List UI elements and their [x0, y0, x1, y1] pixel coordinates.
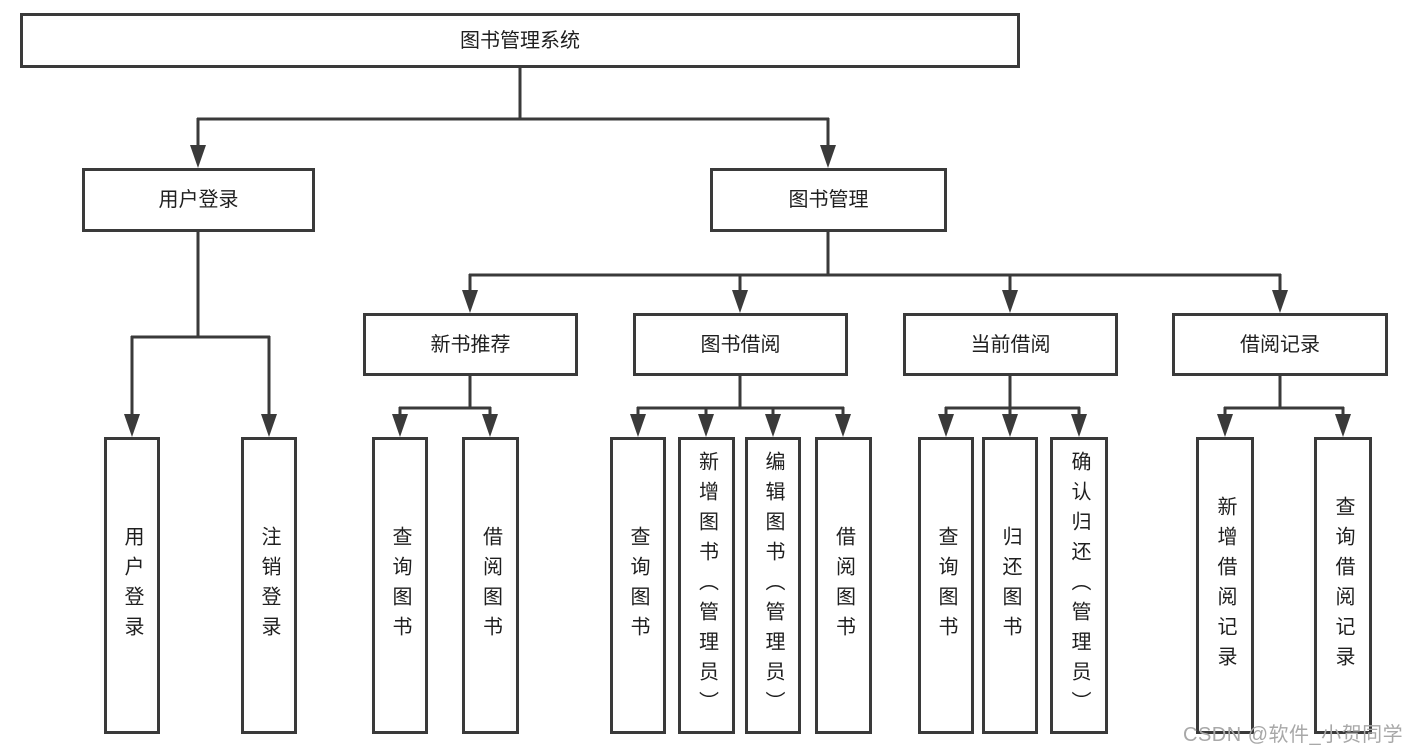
node-user-login-label: 用户登录 — [159, 190, 239, 210]
leaf-borrow-books-recommend-label: 借阅图书 — [481, 526, 501, 646]
leaf-borrow-books-recommend: 借阅图书 — [462, 437, 519, 734]
node-borrow-records: 借阅记录 — [1172, 313, 1388, 376]
node-root: 图书管理系统 — [20, 13, 1020, 68]
node-book-borrow: 图书借阅 — [633, 313, 848, 376]
edge-root-to-level2 — [197, 68, 829, 146]
leaf-logout: 注销登录 — [241, 437, 297, 734]
leaf-confirm-return-admin-label: 确认归还（管理员） — [1069, 451, 1089, 721]
edge-records-to-leaves — [1224, 376, 1344, 415]
edge-bookborrow-to-leaves — [637, 376, 844, 415]
leaf-user-login-label: 用户登录 — [122, 526, 142, 646]
leaf-query-books-borrow-label: 查询图书 — [628, 526, 648, 646]
edge-userlogin-to-leaves — [131, 232, 270, 415]
edge-bookmgmt-to-sections — [469, 232, 1281, 291]
leaf-logout-label: 注销登录 — [259, 526, 279, 646]
edge-currentborrow-to-leaves — [945, 376, 1080, 415]
node-root-label: 图书管理系统 — [460, 31, 580, 51]
leaf-borrow-books: 借阅图书 — [815, 437, 872, 734]
leaf-query-borrow-record: 查询借阅记录 — [1314, 437, 1372, 734]
node-book-borrow-label: 图书借阅 — [701, 335, 781, 355]
leaf-add-books-admin: 新增图书（管理员） — [678, 437, 735, 734]
leaf-return-books: 归还图书 — [982, 437, 1038, 734]
node-book-management: 图书管理 — [710, 168, 947, 232]
node-new-book-recommend-label: 新书推荐 — [431, 335, 511, 355]
leaf-query-books-recommend: 查询图书 — [372, 437, 428, 734]
leaf-edit-books-admin-label: 编辑图书（管理员） — [763, 451, 783, 721]
csdn-watermark: CSDN @软件_小贺同学 — [1183, 718, 1403, 747]
leaf-add-books-admin-label: 新增图书（管理员） — [697, 451, 717, 721]
node-user-login: 用户登录 — [82, 168, 315, 232]
leaf-edit-books-admin: 编辑图书（管理员） — [745, 437, 801, 734]
node-borrow-records-label: 借阅记录 — [1240, 335, 1320, 355]
node-current-borrow: 当前借阅 — [903, 313, 1118, 376]
node-current-borrow-label: 当前借阅 — [971, 335, 1051, 355]
leaf-add-borrow-record-label: 新增借阅记录 — [1215, 496, 1235, 676]
leaf-return-books-label: 归还图书 — [1000, 526, 1020, 646]
leaf-add-borrow-record: 新增借阅记录 — [1196, 437, 1254, 734]
leaf-query-borrow-record-label: 查询借阅记录 — [1333, 496, 1353, 676]
leaf-user-login: 用户登录 — [104, 437, 160, 734]
node-new-book-recommend: 新书推荐 — [363, 313, 578, 376]
leaf-borrow-books-label: 借阅图书 — [834, 526, 854, 646]
leaf-query-books-current-label: 查询图书 — [936, 526, 956, 646]
edge-newbook-to-leaves — [399, 376, 491, 415]
leaf-query-books-current: 查询图书 — [918, 437, 974, 734]
node-book-management-label: 图书管理 — [789, 190, 869, 210]
leaf-query-books-recommend-label: 查询图书 — [390, 526, 410, 646]
leaf-query-books-borrow: 查询图书 — [610, 437, 666, 734]
leaf-confirm-return-admin: 确认归还（管理员） — [1050, 437, 1108, 734]
